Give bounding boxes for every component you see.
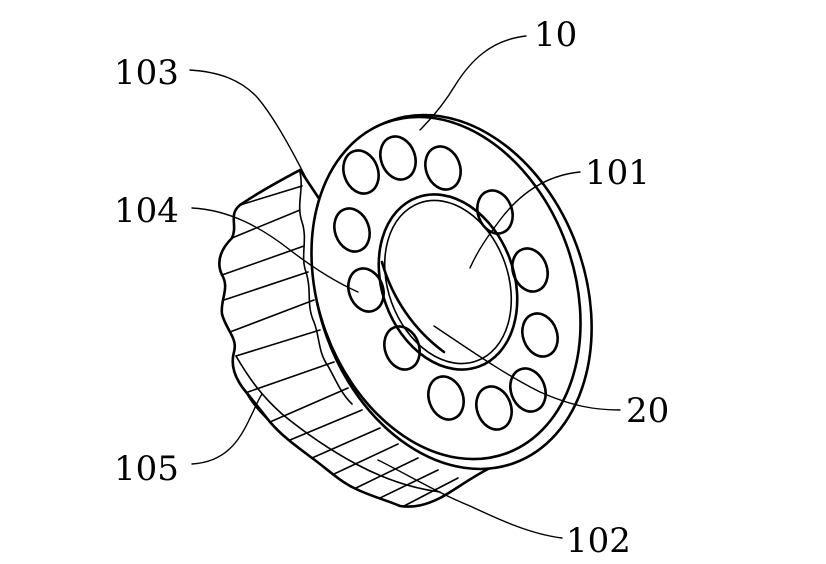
label-20: 20 <box>626 391 669 431</box>
leader-104 <box>191 207 359 293</box>
bore-outer-edge <box>377 193 519 371</box>
ball-hole <box>379 135 417 181</box>
ball-hole <box>424 145 462 191</box>
label-105: 105 <box>114 449 179 489</box>
ball-hole <box>383 325 421 371</box>
reference-labels: 10 101 103 104 105 20 102 <box>114 15 669 561</box>
ball-ring <box>333 135 559 431</box>
label-103: 103 <box>114 53 179 93</box>
label-101: 101 <box>585 153 650 193</box>
leader-105 <box>191 393 263 465</box>
ball-hole <box>475 385 513 431</box>
ball-hole <box>521 312 559 358</box>
leader-101 <box>469 171 581 269</box>
collar-bottom-band <box>235 355 441 493</box>
ball-hole <box>427 375 465 421</box>
leader-lines <box>189 35 621 539</box>
leader-103 <box>189 69 309 183</box>
ball-hole <box>347 267 385 313</box>
central-bore <box>377 193 519 371</box>
bore-inner-edge <box>383 199 513 365</box>
knurl-ridges <box>221 185 459 507</box>
leader-102 <box>377 459 563 539</box>
bore-interior-curve <box>380 260 446 354</box>
ball-hole <box>509 367 547 413</box>
leader-20 <box>433 325 621 411</box>
collar-rear-lobe <box>245 391 271 423</box>
leader-10 <box>419 35 527 131</box>
label-104: 104 <box>114 191 179 231</box>
ball-hole <box>342 149 380 195</box>
ball-hole <box>333 207 371 253</box>
collar-wave-edge <box>298 171 353 405</box>
label-102: 102 <box>566 521 631 561</box>
label-10: 10 <box>534 15 577 55</box>
